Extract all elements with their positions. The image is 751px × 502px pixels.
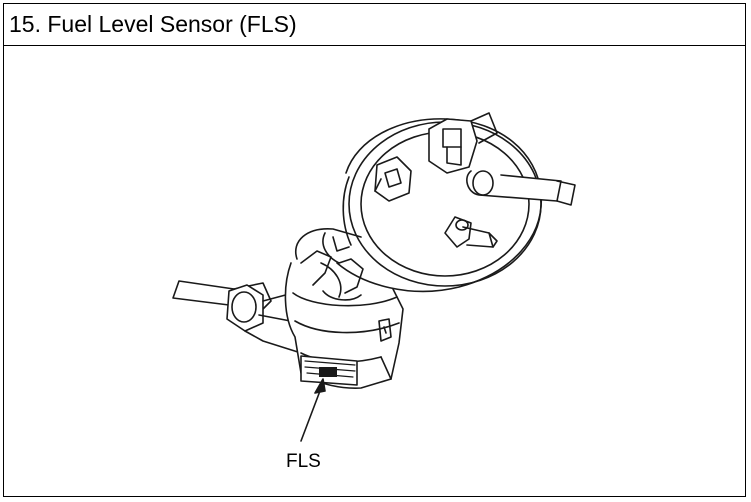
- fuel-outlet-pipe: [466, 170, 576, 206]
- fls-callout-label: FLS: [286, 451, 321, 472]
- fuel-pump-module-illustration: [172, 112, 576, 442]
- electrical-connector: [428, 112, 498, 174]
- figure-frame: 15. Fuel Level Sensor (FLS): [3, 3, 746, 497]
- title-bar: 15. Fuel Level Sensor (FLS): [4, 4, 745, 46]
- callout-arrow: [300, 378, 326, 442]
- vent-fitting: [374, 156, 412, 202]
- fuel-level-sensor-window: [300, 355, 358, 386]
- page-title: 15. Fuel Level Sensor (FLS): [9, 11, 297, 37]
- return-fitting: [444, 216, 498, 248]
- float-arm: [172, 280, 302, 354]
